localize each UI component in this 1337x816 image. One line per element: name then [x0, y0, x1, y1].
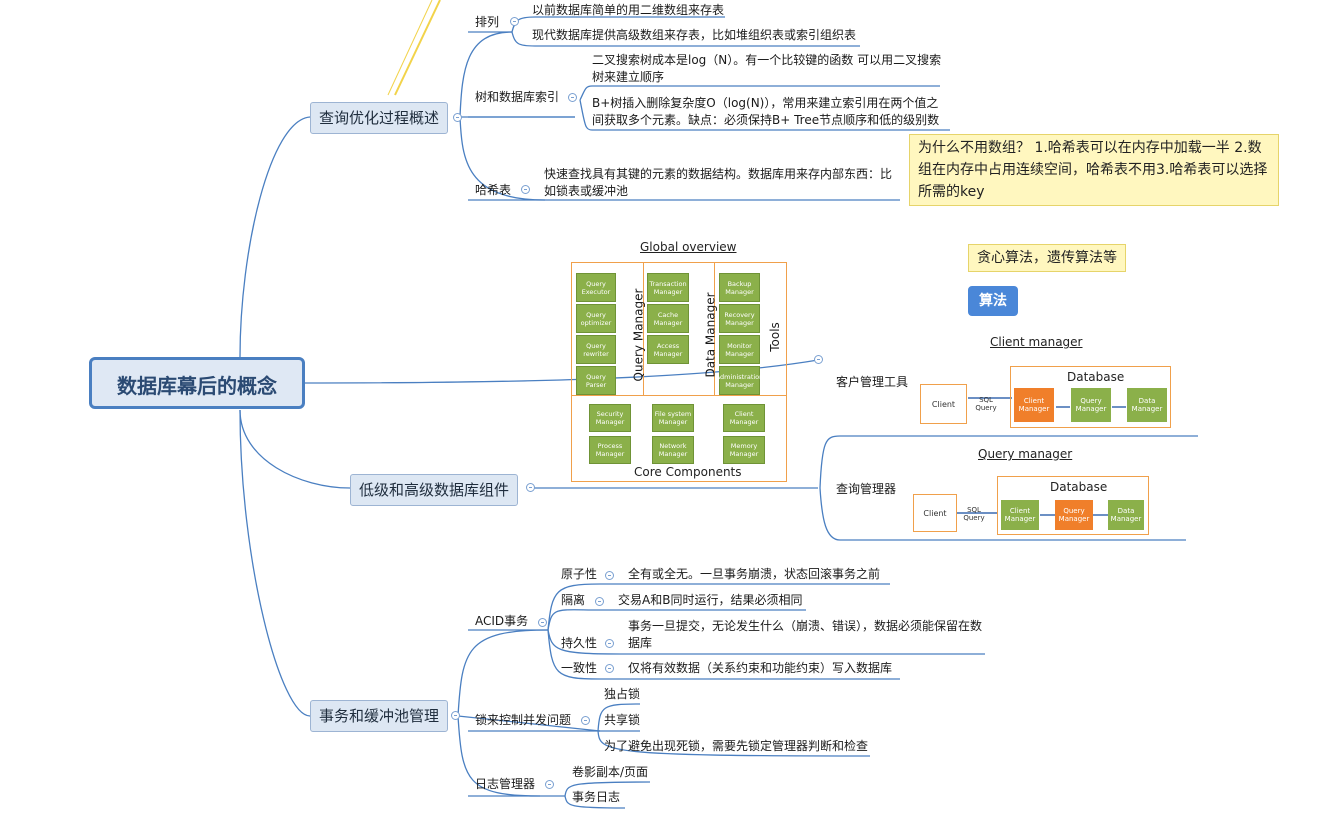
collapse-icon[interactable]	[568, 93, 577, 102]
tools-vertical: Tools	[767, 322, 782, 352]
collapse-icon[interactable]	[510, 17, 519, 26]
acid-key[interactable]: 持久性	[561, 636, 598, 650]
log-item[interactable]: 卷影副本/页面	[572, 765, 649, 779]
overview-box: File system Manager	[652, 404, 694, 432]
topic-db-components[interactable]: 低级和高级数据库组件	[350, 474, 519, 506]
database-label: Database	[1050, 480, 1108, 494]
algorithm-note[interactable]: 贪心算法，遗传算法等	[968, 244, 1126, 272]
hash-note[interactable]: 为什么不用数组？ 1.哈希表可以在内存中加载一半 2.数组在内存中占用连续空间，…	[909, 134, 1279, 206]
client-manager-box: Client Manager	[1014, 388, 1054, 422]
topic-acid[interactable]: ACID事务	[475, 614, 529, 628]
core-components-label: Core Components	[634, 465, 742, 479]
database-label: Database	[1067, 370, 1125, 384]
sql-query-label: SQL Query	[963, 506, 985, 522]
acid-key[interactable]: 原子性	[561, 567, 598, 581]
log-item[interactable]: 事务日志	[572, 790, 621, 804]
acid-value[interactable]: 仅将有效数据（关系约束和功能约束）写入数据库	[628, 661, 893, 675]
overview-box: Security Manager	[589, 404, 631, 432]
tree-item-2[interactable]: B+树插入删除复杂度O（log(N)），常用来建立索引用在两个值之间获取多个元素…	[592, 96, 940, 127]
root-node[interactable]: 数据库幕后的概念	[89, 357, 305, 409]
database-frame	[1010, 366, 1171, 428]
topic-log-manager[interactable]: 日志管理器	[475, 777, 536, 791]
acid-key[interactable]: 一致性	[561, 661, 598, 675]
overview-box: Transaction Manager	[647, 273, 689, 302]
tree-item-1[interactable]: 二叉搜索树成本是log（N）。有一个比较键的函数 可以用二叉搜索树来建立顺序	[592, 53, 942, 84]
topic-query-optimization[interactable]: 查询优化过程概述	[310, 102, 449, 134]
client-box: Client	[913, 494, 957, 532]
overview-box: Monitor Manager	[719, 335, 760, 364]
overview-box: Process Manager	[589, 436, 631, 464]
query-manager-box: Query Manager	[1071, 388, 1111, 422]
topic-sort[interactable]: 排列	[475, 15, 500, 29]
overview-box: Administration Manager	[716, 366, 763, 395]
overview-box: Backup Manager	[719, 273, 760, 302]
overview-box: Network Manager	[652, 436, 694, 464]
topic-tree-index[interactable]: 树和数据库索引	[475, 90, 560, 104]
collapse-icon[interactable]	[451, 711, 460, 720]
overview-box: Query rewriter	[576, 335, 616, 364]
divider	[571, 395, 787, 396]
lock-item[interactable]: 独占锁	[604, 687, 641, 701]
overview-box: Client Manager	[723, 404, 765, 432]
acid-value[interactable]: 全有或全无。一旦事务崩溃，状态回滚事务之前	[628, 567, 881, 581]
topic-lock[interactable]: 锁来控制并发问题	[475, 713, 572, 727]
lock-item[interactable]: 共享锁	[604, 713, 641, 727]
overview-box: Memory Manager	[723, 436, 765, 464]
overview-box: Access Manager	[647, 335, 689, 364]
overview-box: Query Parser	[576, 366, 616, 395]
acid-key[interactable]: 隔离	[561, 593, 586, 607]
data-manager-vertical: Data Manager	[703, 292, 718, 378]
collapse-icon[interactable]	[453, 113, 462, 122]
sql-query-label: SQL Query	[975, 396, 997, 412]
query-manager-box: Query Manager	[1055, 500, 1093, 530]
collapse-icon[interactable]	[581, 716, 590, 725]
query-diagram-title: Query manager	[978, 447, 1073, 461]
query-manager-vertical: Query Manager	[631, 288, 646, 382]
collapse-icon[interactable]	[605, 639, 614, 648]
data-manager-box: Data Manager	[1108, 500, 1144, 530]
client-box: Client	[920, 384, 967, 424]
client-diagram-title: Client manager	[990, 335, 1083, 349]
overview-box: Recovery Manager	[719, 304, 760, 333]
collapse-icon[interactable]	[521, 185, 530, 194]
client-manager-box: Client Manager	[1001, 500, 1039, 530]
database-frame	[997, 476, 1149, 535]
data-manager-box: Data Manager	[1127, 388, 1167, 422]
query-manager-label[interactable]: 查询管理器	[836, 482, 897, 496]
collapse-icon[interactable]	[538, 618, 547, 627]
sort-item-1[interactable]: 以前数据库简单的用二维数组来存表	[532, 3, 725, 17]
topic-transactions[interactable]: 事务和缓冲池管理	[310, 700, 449, 732]
collapse-icon[interactable]	[526, 483, 535, 492]
collapse-icon[interactable]	[605, 664, 614, 673]
overview-frame	[571, 262, 787, 482]
collapse-icon[interactable]	[545, 780, 554, 789]
divider	[714, 262, 715, 396]
overview-box: Query Executor	[576, 273, 616, 302]
overview-box: Query optimizer	[576, 304, 616, 333]
algorithm-topic[interactable]: 算法	[968, 286, 1018, 316]
client-tool-label[interactable]: 客户管理工具	[836, 375, 909, 389]
acid-value[interactable]: 事务一旦提交，无论发生什么（崩溃、错误），数据必须能保留在数据库	[628, 619, 983, 650]
topic-hash-table[interactable]: 哈希表	[475, 183, 512, 197]
acid-value[interactable]: 交易A和B同时运行，结果必须相同	[618, 593, 803, 607]
sort-item-2[interactable]: 现代数据库提供高级数组来存表，比如堆组织表或索引组织表	[532, 28, 857, 42]
collapse-icon[interactable]	[595, 597, 604, 606]
hash-description[interactable]: 快速查找具有其键的元素的数据结构。数据库用来存内部东西：比如锁表或缓冲池	[544, 167, 893, 198]
overview-box: Cache Manager	[647, 304, 689, 333]
lock-item[interactable]: 为了避免出现死锁，需要先锁定管理器判断和检查	[604, 739, 869, 753]
collapse-icon[interactable]	[605, 571, 614, 580]
overview-title: Global overview	[640, 240, 737, 254]
divider	[643, 262, 644, 396]
collapse-icon[interactable]	[814, 355, 823, 364]
